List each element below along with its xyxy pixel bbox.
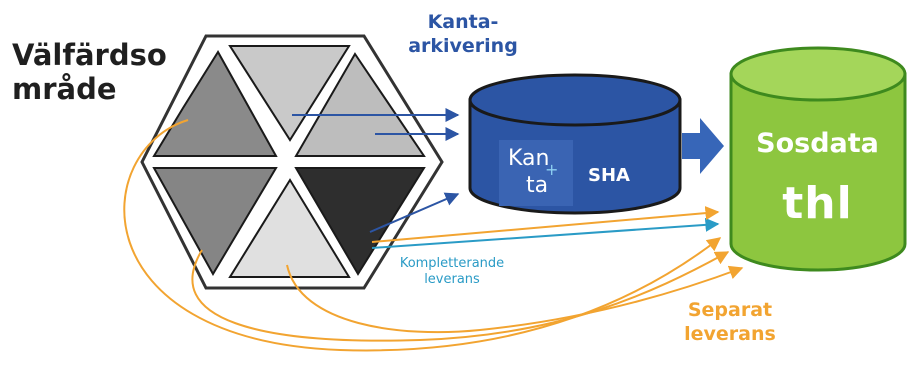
- complementary-delivery-arrow: [371, 217, 720, 249]
- region-segment: [228, 178, 351, 278]
- arrow: [123, 119, 722, 352]
- arrow: [286, 264, 744, 334]
- cylinder-body: [729, 72, 907, 272]
- transfer-arrow: [682, 118, 724, 174]
- kanta-logo-text: ta: [526, 173, 549, 198]
- region-segment: [152, 50, 278, 157]
- complementary-delivery-label: Kompletterande leverans: [399, 256, 505, 287]
- kanta-logo-plus: +: [545, 160, 559, 179]
- cylinder-top: [468, 73, 682, 127]
- kanta-logo-text: Kan: [508, 146, 550, 171]
- arrow: [191, 249, 730, 342]
- separate-delivery-arrows: [123, 119, 744, 352]
- kanta-logo: Kan + ta: [499, 140, 573, 206]
- cylinder-top: [729, 46, 907, 102]
- arrow: [369, 192, 460, 233]
- thl-logo-text: thl: [782, 178, 853, 229]
- arrow: [371, 206, 720, 243]
- kanta-archiving-arrows: [292, 108, 460, 233]
- welfare-region-hexagon: [140, 34, 444, 290]
- separate-delivery-label: Separat leverans: [684, 299, 776, 345]
- sosdata-database: [729, 46, 907, 272]
- kanta-archiving-label: Kanta- arkivering: [408, 11, 518, 57]
- region-segment: [294, 52, 426, 157]
- region-segment: [228, 45, 351, 142]
- region-segment: [152, 167, 278, 277]
- region-segment: [294, 167, 426, 276]
- region-label: Välfärdso mråde: [12, 38, 167, 106]
- sosdata-label: Sosdata: [756, 128, 879, 159]
- sha-label: SHA: [588, 165, 630, 186]
